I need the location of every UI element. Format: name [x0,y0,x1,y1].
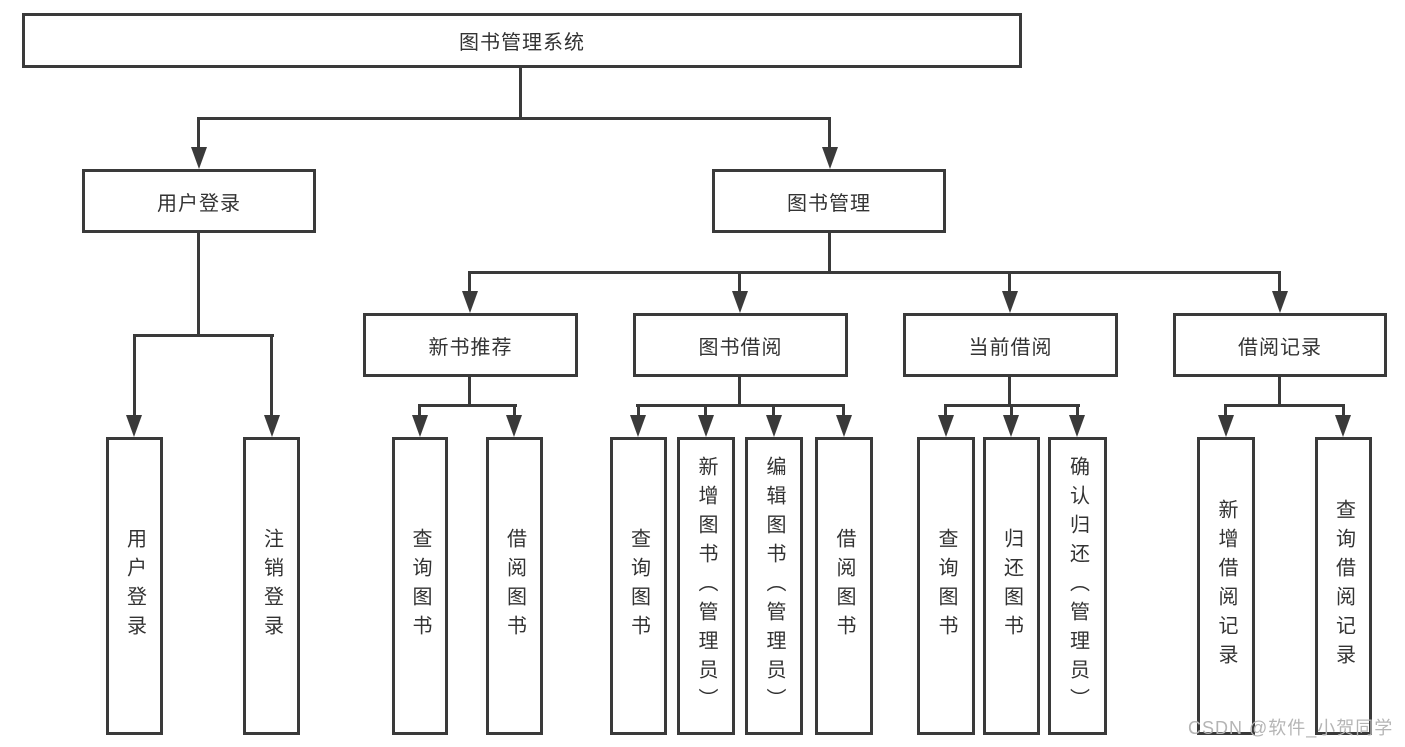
leaf-query-books-recommend: 查询图书 [392,437,448,735]
arrowhead-down-icon [126,415,142,437]
connector-vline [270,334,273,416]
connector-vline [704,404,707,418]
arrowhead-down-icon [506,415,522,437]
arrowhead-down-icon [462,291,478,313]
node-current-borrow: 当前借阅 [903,313,1118,377]
connector-hline [133,334,274,337]
arrowhead-down-icon [1272,291,1288,313]
leaf-query-books-borrow-label: 查询图书 [627,528,650,644]
leaf-borrow-books: 借阅图书 [815,437,873,735]
connector-vline [828,233,831,274]
node-borrow-records: 借阅记录 [1173,313,1387,377]
connector-hline [468,271,1281,274]
connector-hline [418,404,517,407]
arrowhead-down-icon [1069,415,1085,437]
arrowhead-down-icon [836,415,852,437]
leaf-query-books-current-label: 查询图书 [935,528,957,644]
leaf-query-borrow-record: 查询借阅记录 [1315,437,1372,735]
leaf-logout: 注销登录 [243,437,300,735]
arrowhead-down-icon [938,415,954,437]
arrowhead-down-icon [1335,415,1351,437]
leaf-query-books-borrow: 查询图书 [610,437,667,735]
connector-hline [636,404,845,407]
leaf-add-book-admin-label: 新增图书（管理员） [695,455,717,717]
node-current-borrow-label: 当前借阅 [968,336,1053,359]
leaf-add-book-admin: 新增图书（管理员） [677,437,735,735]
arrowhead-down-icon [766,415,782,437]
arrowhead-down-icon [1002,291,1018,313]
leaf-query-books-recommend-label: 查询图书 [409,528,431,644]
connector-vline [1008,377,1011,406]
node-user-login-label: 用户登录 [157,192,241,215]
node-book-management: 图书管理 [712,169,946,233]
connector-vline [1008,271,1011,293]
leaf-user-login: 用户登录 [106,437,163,735]
connector-vline [1342,404,1345,418]
leaf-user-login-label: 用户登录 [123,528,146,644]
leaf-edit-book-admin: 编辑图书（管理员） [745,437,803,735]
connector-hline [1224,404,1345,407]
leaf-borrow-books-label: 借阅图书 [833,528,855,644]
arrowhead-down-icon [1003,415,1019,437]
node-new-book-recommend-label: 新书推荐 [428,336,513,359]
connector-vline [842,404,845,418]
leaf-add-borrow-record-label: 新增借阅记录 [1215,499,1237,673]
arrowhead-down-icon [630,415,646,437]
connector-vline [1278,271,1281,293]
node-book-borrow-label: 图书借阅 [698,336,783,359]
arrowhead-down-icon [698,415,714,437]
watermark: CSDN @软件_小贺同学 [1188,718,1394,738]
leaf-return-books: 归还图书 [983,437,1040,735]
connector-vline [1076,404,1079,418]
connector-vline [468,377,471,406]
node-root-label: 图书管理系统 [459,32,585,54]
node-user-login: 用户登录 [82,169,316,233]
leaf-return-books-label: 归还图书 [1000,528,1023,644]
connector-vline [519,68,522,118]
connector-vline [1010,404,1013,418]
leaf-edit-book-admin-label: 编辑图书（管理员） [763,455,785,717]
connector-hline [197,117,831,120]
connector-vline [738,377,741,406]
leaf-query-borrow-record-label: 查询借阅记录 [1332,499,1355,673]
arrowhead-down-icon [412,415,428,437]
leaf-confirm-return-admin-label: 确认归还（管理员） [1066,455,1089,717]
arrowhead-down-icon [1218,415,1234,437]
arrowhead-down-icon [822,147,838,169]
leaf-confirm-return-admin: 确认归还（管理员） [1048,437,1107,735]
node-root: 图书管理系统 [22,13,1022,68]
connector-vline [738,271,741,293]
connector-vline [468,271,471,293]
node-borrow-records-label: 借阅记录 [1238,336,1322,359]
leaf-logout-label: 注销登录 [260,528,283,644]
arrowhead-down-icon [264,415,280,437]
connector-vline [418,404,421,418]
leaf-query-books-current: 查询图书 [917,437,975,735]
connector-vline [772,404,775,418]
node-new-book-recommend: 新书推荐 [363,313,578,377]
connector-vline [1224,404,1227,418]
connector-vline [197,233,200,336]
leaf-borrow-books-recommend-label: 借阅图书 [503,528,526,644]
arrowhead-down-icon [191,147,207,169]
connector-vline [828,117,831,150]
connector-vline [637,404,640,418]
connector-vline [197,117,200,150]
connector-vline [513,404,516,418]
leaf-borrow-books-recommend: 借阅图书 [486,437,543,735]
node-book-borrow: 图书借阅 [633,313,848,377]
connector-vline [1278,377,1281,406]
connector-vline [133,334,136,416]
node-book-management-label: 图书管理 [787,192,871,215]
leaf-add-borrow-record: 新增借阅记录 [1197,437,1255,735]
connector-vline [944,404,947,418]
arrowhead-down-icon [732,291,748,313]
